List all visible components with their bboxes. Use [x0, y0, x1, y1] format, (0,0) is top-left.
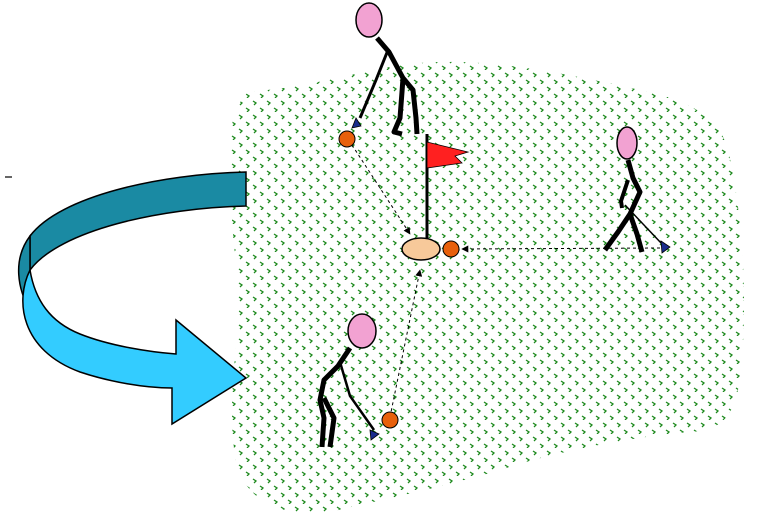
hole-icon	[401, 237, 441, 261]
putting-green	[230, 61, 745, 514]
stick-figure-golfer-icon	[317, 313, 380, 448]
stick-figure-golfer-icon	[351, 2, 420, 137]
golf-ball-icon	[442, 240, 460, 258]
golf-ball-icon	[381, 411, 399, 429]
ball-path-bottom	[389, 269, 423, 418]
pin-flag-icon	[425, 134, 470, 245]
stick-figure-golfer-icon	[602, 126, 671, 254]
golf-ball-icon	[338, 130, 356, 148]
rotation-arrow-icon	[18, 171, 248, 426]
